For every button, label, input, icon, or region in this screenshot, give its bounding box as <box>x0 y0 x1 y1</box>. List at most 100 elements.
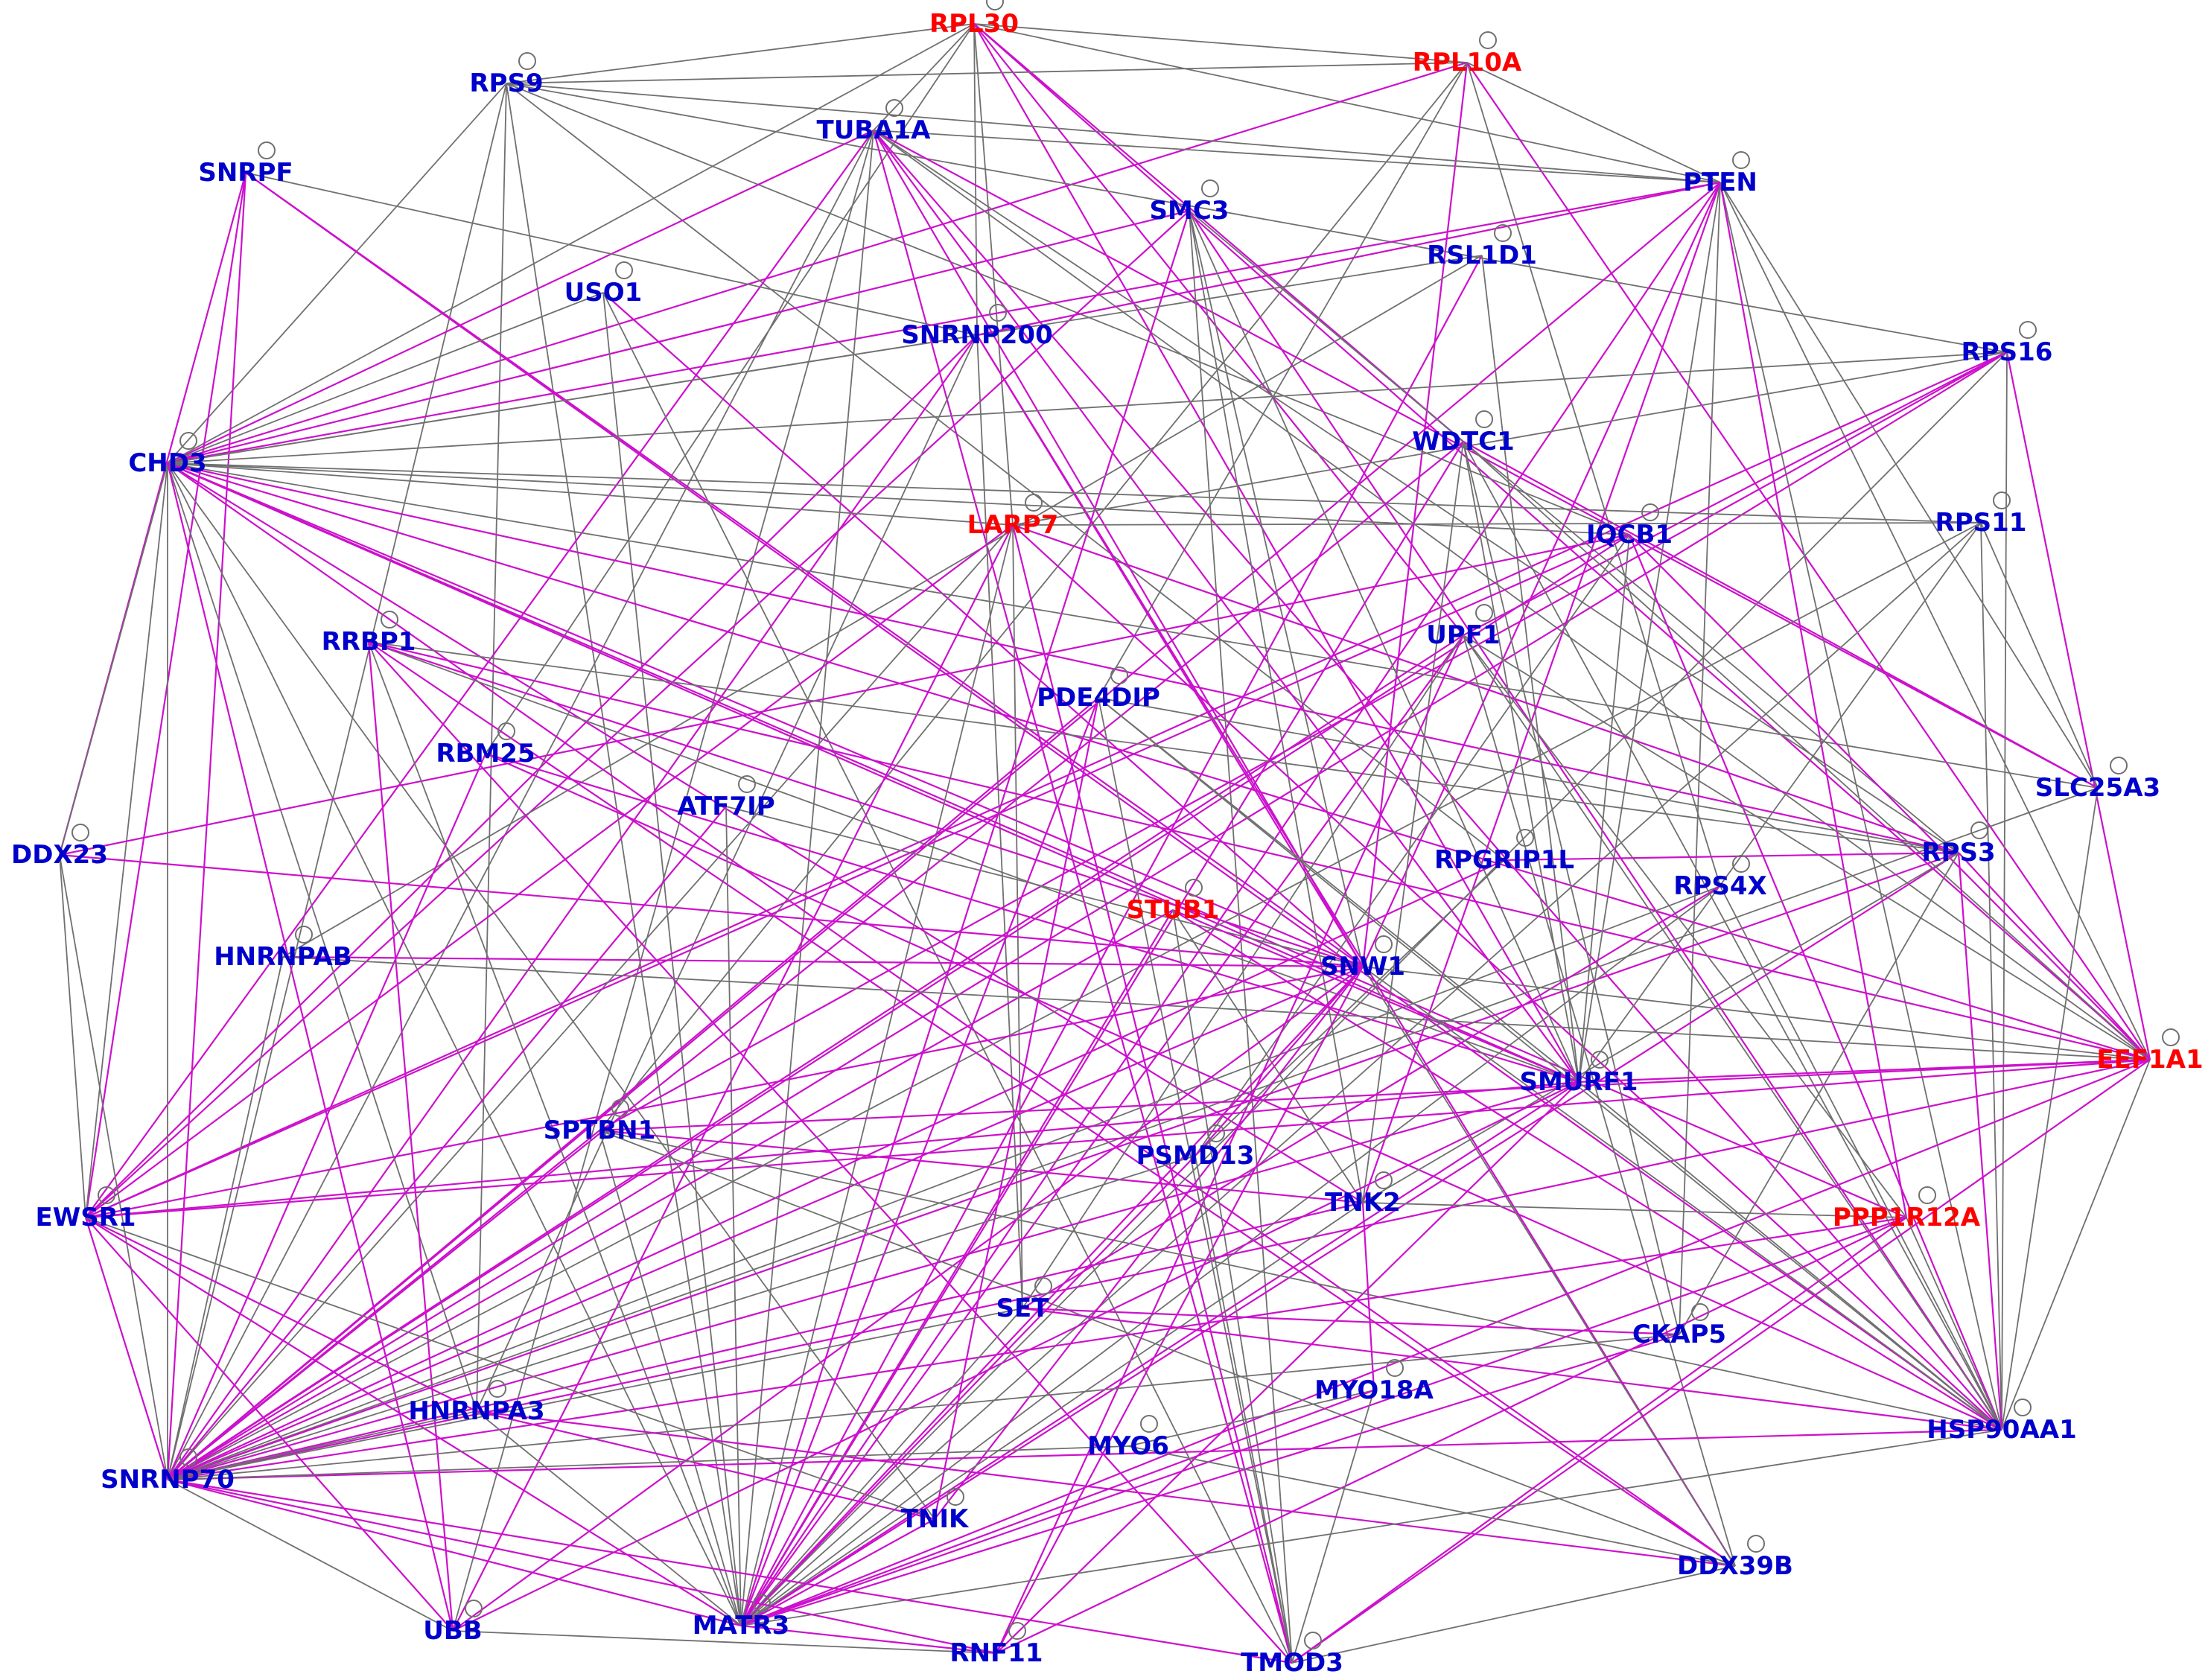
node-label-rnf11[interactable]: RNF11 <box>949 1638 1043 1668</box>
edge-atf7ip-matr3 <box>725 806 742 1626</box>
edge-wdtc1-slc25a3 <box>1463 441 2099 789</box>
edge-myo18a-matr3 <box>740 1389 1375 1627</box>
edge-tuba1a-chd3 <box>167 130 874 464</box>
node-label-stub1[interactable]: STUB1 <box>1127 895 1220 925</box>
edge-rps9-matr3 <box>506 83 742 1626</box>
edge-set-matr3 <box>740 1308 1023 1626</box>
node-label-rbm25[interactable]: RBM25 <box>436 739 535 769</box>
node-label-rps11[interactable]: RPS11 <box>1935 508 2027 538</box>
edge-rps3-matr3 <box>740 852 1959 1626</box>
node-label-rrbp1[interactable]: RRBP1 <box>322 627 416 657</box>
node-label-snrpf[interactable]: SNRPF <box>198 158 293 188</box>
node-label-rsl1d1[interactable]: RSL1D1 <box>1427 241 1537 270</box>
node-marker-snw1 <box>1375 935 1393 953</box>
edge-snw1-matr3 <box>740 966 1364 1626</box>
node-label-pten[interactable]: PTEN <box>1683 168 1757 197</box>
edge-hnrnpab-snw1 <box>282 955 1364 968</box>
edge-rpl30-larp7 <box>973 23 1014 526</box>
edge-psmd13-snrnp70 <box>167 1155 1196 1480</box>
node-label-psmd13[interactable]: PSMD13 <box>1136 1141 1255 1171</box>
node-marker-rps3 <box>1970 821 1988 839</box>
node-label-rps3[interactable]: RPS3 <box>1921 838 1995 868</box>
edge-rpgrip1l-snrnp70 <box>167 859 1505 1480</box>
node-label-snw1[interactable]: SNW1 <box>1320 952 1405 981</box>
node-label-tmod3[interactable]: TMOD3 <box>1241 1648 1343 1678</box>
edge-wdtc1-smurf1 <box>1463 441 1579 1083</box>
node-label-rps9[interactable]: RPS9 <box>469 69 543 98</box>
node-label-rps4x[interactable]: RPS4X <box>1673 871 1766 901</box>
edge-snrpf-ewsr1 <box>84 172 247 1218</box>
node-label-ubb[interactable]: UBB <box>423 1616 482 1646</box>
node-label-slc25a3[interactable]: SLC25A3 <box>2035 773 2160 803</box>
edge-snw1-rnf11 <box>996 966 1364 1654</box>
node-label-matr3[interactable]: MATR3 <box>693 1611 790 1641</box>
node-label-myo6[interactable]: MYO6 <box>1087 1431 1169 1461</box>
node-label-sptbn1[interactable]: SPTBN1 <box>544 1116 656 1145</box>
node-label-ppp1r12a[interactable]: PPP1R12A <box>1833 1203 1981 1232</box>
node-label-rpl30[interactable]: RPL30 <box>929 9 1019 39</box>
edge-pten-slc25a3 <box>1720 182 2099 789</box>
node-marker-ubb <box>465 1600 483 1617</box>
node-label-iqcb1[interactable]: IQCB1 <box>1586 520 1673 550</box>
node-label-hnrnpa3[interactable]: HNRNPA3 <box>408 1396 544 1426</box>
node-label-hsp90aa1[interactable]: HSP90AA1 <box>1927 1415 2076 1445</box>
node-label-rps16[interactable]: RPS16 <box>1962 337 2053 367</box>
node-label-tnik[interactable]: TNIK <box>901 1504 970 1534</box>
node-label-snrnp70[interactable]: SNRNP70 <box>101 1465 235 1495</box>
node-marker-rpl30 <box>986 0 1004 10</box>
edge-smc3-ewsr1 <box>85 210 1190 1218</box>
edge-rps9-chd3 <box>167 83 507 464</box>
node-label-larp7[interactable]: LARP7 <box>967 510 1059 540</box>
node-label-smurf1[interactable]: SMURF1 <box>1520 1067 1638 1097</box>
edge-rps16-ewsr1 <box>85 351 2008 1219</box>
edge-pde4dip-rps3 <box>1098 697 1959 853</box>
edge-ubb-rnf11 <box>452 1630 997 1654</box>
edge-eef1a1-matr3 <box>740 1058 2151 1627</box>
edge-pde4dip-tmod3 <box>1098 697 1293 1664</box>
edge-tuba1a-slc25a3 <box>873 130 2099 789</box>
node-label-atf7ip[interactable]: ATF7IP <box>677 792 774 821</box>
edge-smurf1-ubb <box>452 1081 1579 1632</box>
node-label-rpl10a[interactable]: RPL10A <box>1413 48 1522 77</box>
edge-chd3-hnrnpa3 <box>167 462 477 1412</box>
node-label-pde4dip[interactable]: PDE4DIP <box>1037 683 1160 713</box>
edge-rps9-rpgrip1l <box>506 83 1505 861</box>
edge-rpl10a-rps4x <box>1466 62 1721 887</box>
edge-upf1-set <box>1022 634 1464 1309</box>
edge-smc3-tnk2 <box>1189 210 1364 1203</box>
edge-iqcb1-snrnp70 <box>167 534 1630 1480</box>
node-label-eef1a1[interactable]: EEF1A1 <box>2096 1045 2203 1075</box>
node-marker-snrnp70 <box>179 1448 197 1466</box>
node-label-tnk2[interactable]: TNK2 <box>1325 1188 1401 1218</box>
node-label-ddx39b[interactable]: DDX39B <box>1677 1551 1793 1581</box>
node-label-tuba1a[interactable]: TUBA1A <box>817 115 932 145</box>
edge-rpl30-rpl10a <box>973 23 1468 63</box>
node-label-ewsr1[interactable]: EWSR1 <box>35 1203 136 1232</box>
node-label-hnrnpab[interactable]: HNRNPAB <box>214 942 352 972</box>
node-label-myo18a[interactable]: MYO18A <box>1314 1375 1434 1405</box>
node-marker-iqcb1 <box>1641 503 1659 521</box>
edge-chd3-eef1a1 <box>167 462 2151 1061</box>
node-label-upf1[interactable]: UPF1 <box>1426 620 1500 650</box>
edge-tuba1a-ubb <box>452 130 874 1632</box>
node-marker-eef1a1 <box>2162 1028 2180 1046</box>
edge-snrpf-snrnp200 <box>245 172 978 336</box>
node-label-chd3[interactable]: CHD3 <box>128 448 206 478</box>
edge-tuba1a-rps3 <box>873 130 1959 853</box>
node-label-snrnp200[interactable]: SNRNP200 <box>901 320 1052 350</box>
edge-ckap5-snrnp70 <box>167 1334 1680 1480</box>
node-marker-hsp90aa1 <box>2014 1399 2032 1416</box>
edge-ppp1r12a-snrnp70 <box>167 1216 1907 1481</box>
edge-rpl10a-sptbn1 <box>599 62 1468 1131</box>
node-label-rpgrip1l[interactable]: RPGRIP1L <box>1434 845 1574 875</box>
edge-wdtc1-eef1a1 <box>1463 441 2151 1060</box>
edge-eef1a1-snrnp70 <box>167 1058 2151 1481</box>
node-label-wdtc1[interactable]: WDTC1 <box>1412 427 1515 456</box>
node-label-uso1[interactable]: USO1 <box>564 278 643 308</box>
edge-rrbp1-rps3 <box>368 641 1959 853</box>
node-label-set[interactable]: SET <box>996 1294 1050 1323</box>
node-label-smc3[interactable]: SMC3 <box>1150 196 1229 226</box>
node-label-ckap5[interactable]: CKAP5 <box>1632 1320 1726 1349</box>
node-label-ddx23[interactable]: DDX23 <box>11 840 108 870</box>
edge-snw1-psmd13 <box>1194 966 1364 1156</box>
